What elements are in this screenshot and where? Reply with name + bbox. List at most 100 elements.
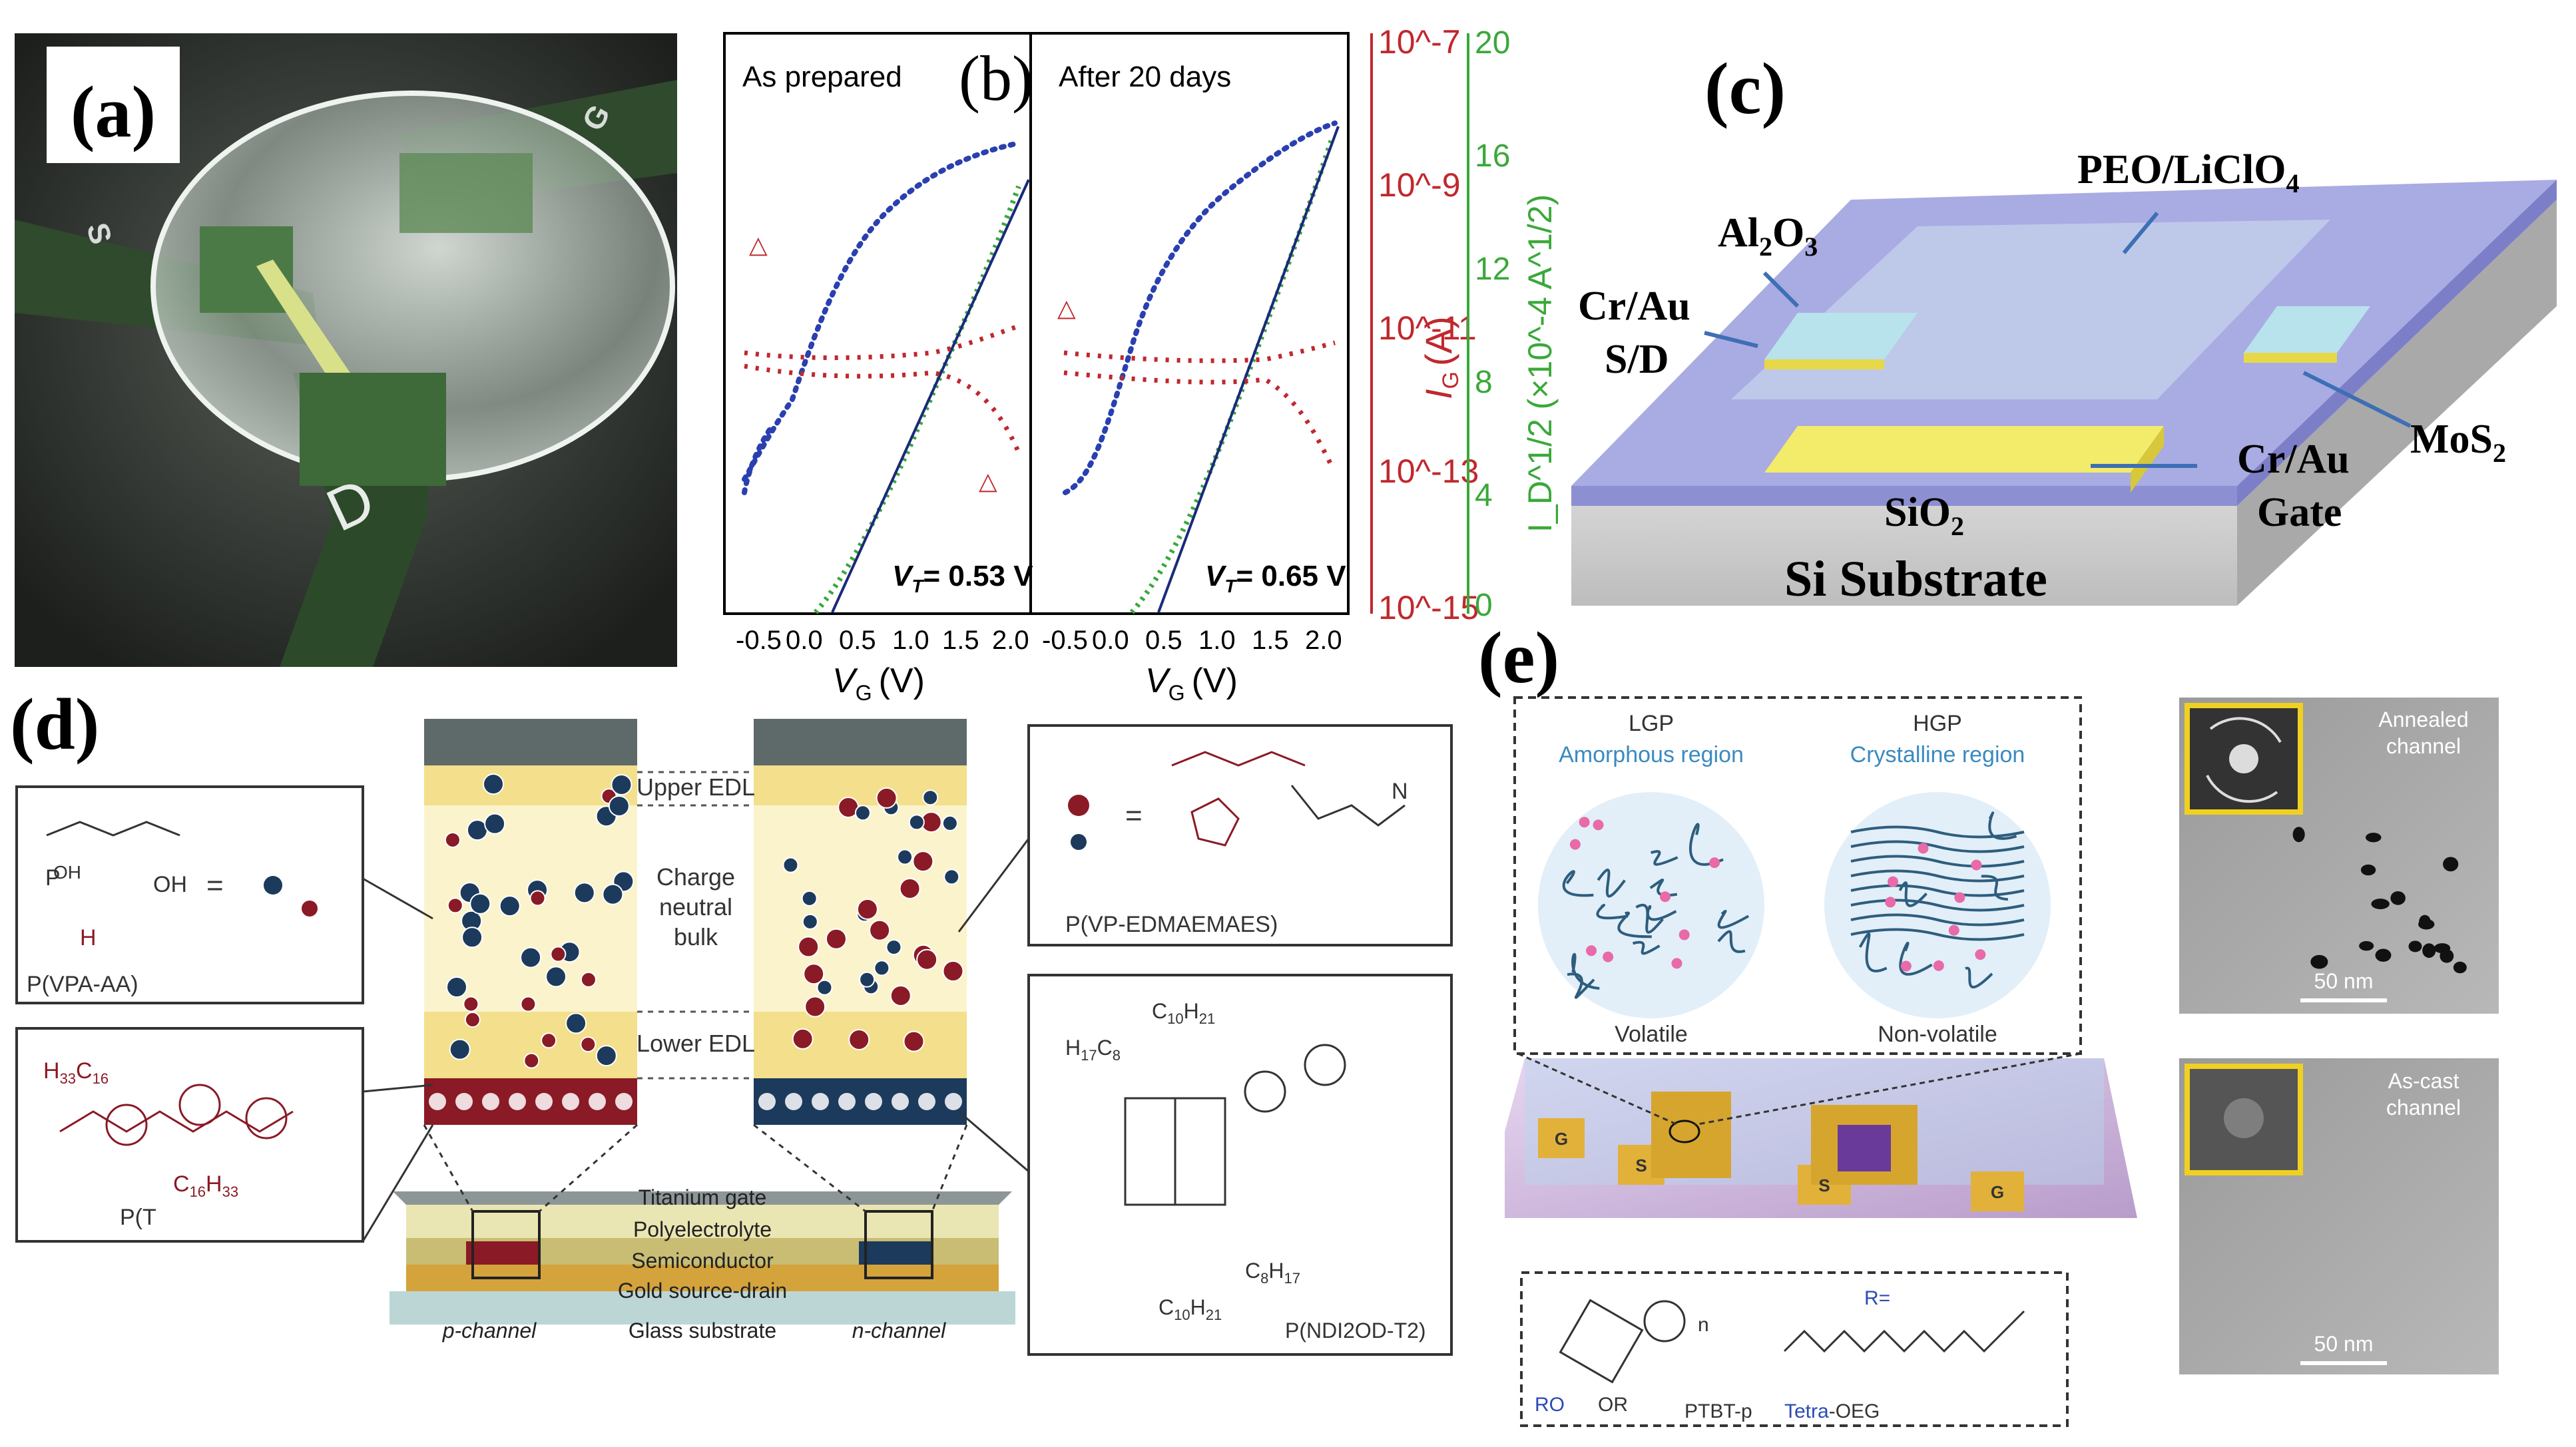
- ion: [801, 890, 818, 907]
- plot-left-frame: [723, 32, 1032, 615]
- sd-arrow: [1704, 331, 1758, 348]
- ion: [1603, 951, 1614, 962]
- x-tick-label: 2.0: [992, 626, 1029, 655]
- ion: [444, 831, 461, 848]
- thiophene-ring: [105, 1104, 148, 1146]
- amorphous-label: Amorphous region: [1559, 742, 1744, 767]
- ion: [469, 893, 491, 915]
- polymer-chain: [1850, 928, 2025, 941]
- nanoparticle: [2310, 954, 2328, 969]
- p-vpa-aa-name: P(VPA-AA): [27, 972, 138, 997]
- diffraction-spot: [2229, 744, 2258, 773]
- ion: [899, 878, 921, 900]
- ion: [565, 1012, 587, 1034]
- benzothiadiazole-ring: [1559, 1299, 1644, 1384]
- nanoparticle: [2371, 899, 2390, 909]
- ion: [1900, 960, 1912, 972]
- n-zoom-box: [864, 1210, 933, 1279]
- amorphous-chains: [1562, 817, 1750, 999]
- polymer-chain: [1617, 911, 1652, 938]
- ion: [608, 795, 630, 817]
- upper-edl-label: Upper EDL: [637, 773, 755, 801]
- ro-label: RO: [1535, 1394, 1565, 1416]
- ascast-label-2: channel: [2386, 1096, 2461, 1120]
- ig-tick-label: 10^-13: [1378, 453, 1479, 490]
- sio2-label: SiO2: [1884, 490, 1964, 541]
- ion: [1933, 960, 1944, 971]
- ion: [595, 1045, 617, 1067]
- stack-labels: Titanium gate Polyelectrolyte Semiconduc…: [442, 1185, 946, 1343]
- ion: [580, 971, 597, 988]
- ion: [798, 936, 820, 958]
- chem-atom: N: [1392, 779, 1408, 804]
- scale-bar-2: [2300, 1361, 2387, 1365]
- p-ndi-name: P(NDI2OD-T2): [1285, 1319, 1426, 1343]
- edl-divider-lines: [637, 771, 754, 1080]
- ion: [483, 773, 505, 795]
- p-vpa-aa-box: [15, 785, 364, 1004]
- callout-lines: [362, 838, 1030, 1242]
- ptbt-structure-box: [1520, 1271, 2069, 1427]
- hgp-label: HGP: [1913, 711, 1962, 736]
- glass-substrate-layer: [389, 1291, 1015, 1325]
- ion: [1971, 859, 1982, 871]
- p-ndi-box: [1027, 974, 1453, 1356]
- or-label: OR: [1598, 1394, 1628, 1416]
- ion: [463, 996, 479, 1012]
- ig-tick-labels: 10^-7 10^-9 10^-11 10^-13 10^-15: [1378, 23, 1479, 626]
- n-subscript: n: [1698, 1314, 1709, 1336]
- surface-charge: [812, 1093, 829, 1110]
- annealed-label-2: channel: [2386, 734, 2461, 758]
- gate-bridge: [1651, 1092, 1731, 1178]
- callout-line: [958, 1110, 1029, 1173]
- x-tick-labels: -0.5 0.0 0.5 1.0 1.5 2.0 -0.5 0.0 0.5 1.…: [736, 626, 1342, 655]
- polymer-chain: [1965, 966, 1993, 989]
- charge-label-2: neutral: [659, 893, 732, 921]
- callout-line: [957, 838, 1030, 932]
- id-tick-label: 20: [1475, 25, 1510, 61]
- pad-label-g: G: [1555, 1129, 1568, 1149]
- drain-pad: [300, 373, 446, 486]
- surface-charge: [482, 1093, 499, 1110]
- id-tick-label: 12: [1475, 252, 1510, 287]
- mos2-arrow: [2302, 371, 2412, 428]
- amorphous-region: [1538, 792, 1764, 1018]
- oeg-chain: [1783, 1310, 2025, 1353]
- left-blue-id-curve-low: [742, 423, 775, 495]
- ion: [804, 996, 826, 1018]
- sio2-front: [1571, 486, 2237, 506]
- polymer-backbone: [59, 1110, 294, 1133]
- ion: [523, 1052, 540, 1069]
- n-ion-group: [758, 787, 964, 1110]
- ion: [1593, 819, 1604, 831]
- ion: [825, 928, 847, 950]
- thiophene-ring: [1244, 1070, 1286, 1113]
- ion: [1671, 958, 1682, 969]
- x-tick-label: 1.0: [1198, 626, 1236, 655]
- polymer-chain: [1850, 899, 2025, 912]
- pad-labels: G S S G: [1555, 1129, 2004, 1202]
- polymer-chain: [1858, 932, 1888, 972]
- scale-bar-1: [2300, 998, 2387, 1002]
- left-blue-id-curve: [742, 140, 1021, 482]
- ig-axis-title: IG(A): [1417, 316, 1463, 399]
- polymer-backbone: [46, 821, 180, 837]
- polymer-chain: [1567, 972, 1595, 999]
- surface-charge: [535, 1093, 553, 1110]
- ion: [1586, 945, 1597, 956]
- left-red-ig-curve: [744, 323, 1020, 360]
- chem-atom: OH: [153, 872, 187, 897]
- peo-label: PEO/LiClO4: [2077, 147, 2299, 198]
- id-tick-label: 4: [1475, 478, 1493, 513]
- id-axis-title: I_D^1/2 (×10^-4 A^1/2): [1521, 194, 1559, 532]
- ion: [520, 946, 542, 968]
- surface-charge: [892, 1093, 909, 1110]
- charge-label-1: Charge: [656, 863, 735, 891]
- ion: [912, 851, 934, 873]
- surface-charge: [758, 1093, 776, 1110]
- panel-c-labels: PEO/LiClO4 Al2O3 Cr/Au S/D MoS2 Cr/Au Ga…: [1578, 147, 2506, 607]
- stack-label-semiconductor: Semiconductor: [631, 1249, 774, 1273]
- p-ndi-structure: C10H21 H17C8 C8H17 C10H21 P(NDI2OD-T2): [1065, 999, 1426, 1343]
- gate-electrode-c: [1764, 426, 2164, 473]
- nanoparticle: [2440, 949, 2454, 963]
